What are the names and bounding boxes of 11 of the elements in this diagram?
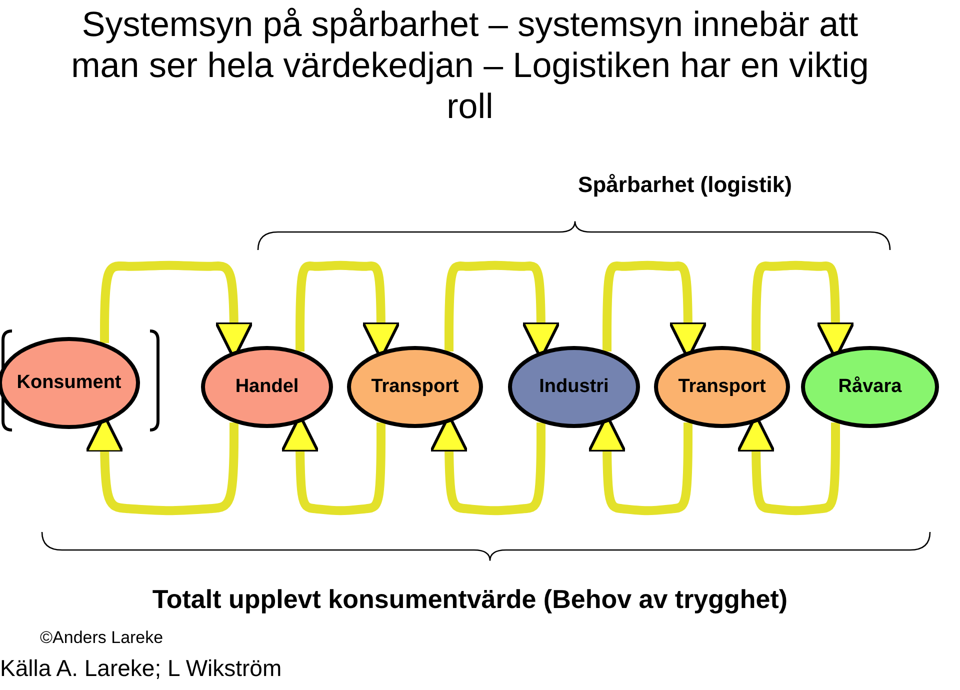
brace-label: Spårbarhet (logistik) — [577, 172, 793, 198]
node-label: Industri — [539, 376, 609, 398]
source-note: Källa A. Lareke; L Wikström — [0, 655, 283, 683]
node-label: Konsument — [16, 372, 122, 394]
node-label: Transport — [678, 376, 766, 398]
slide-title: Systemsyn på spårbarhet – systemsyn innebär att man ser hela värdekedjan – Logistiken har en viktig roll — [70, 4, 870, 127]
copyright-note: ©Anders Lareke — [40, 628, 164, 648]
node-label: Handel — [235, 376, 299, 398]
node-label: Råvara — [838, 376, 902, 398]
node-label: Transport — [371, 376, 459, 398]
brace-label: Totalt upplevt konsumentvärde (Behov av trygghet) — [151, 584, 789, 616]
